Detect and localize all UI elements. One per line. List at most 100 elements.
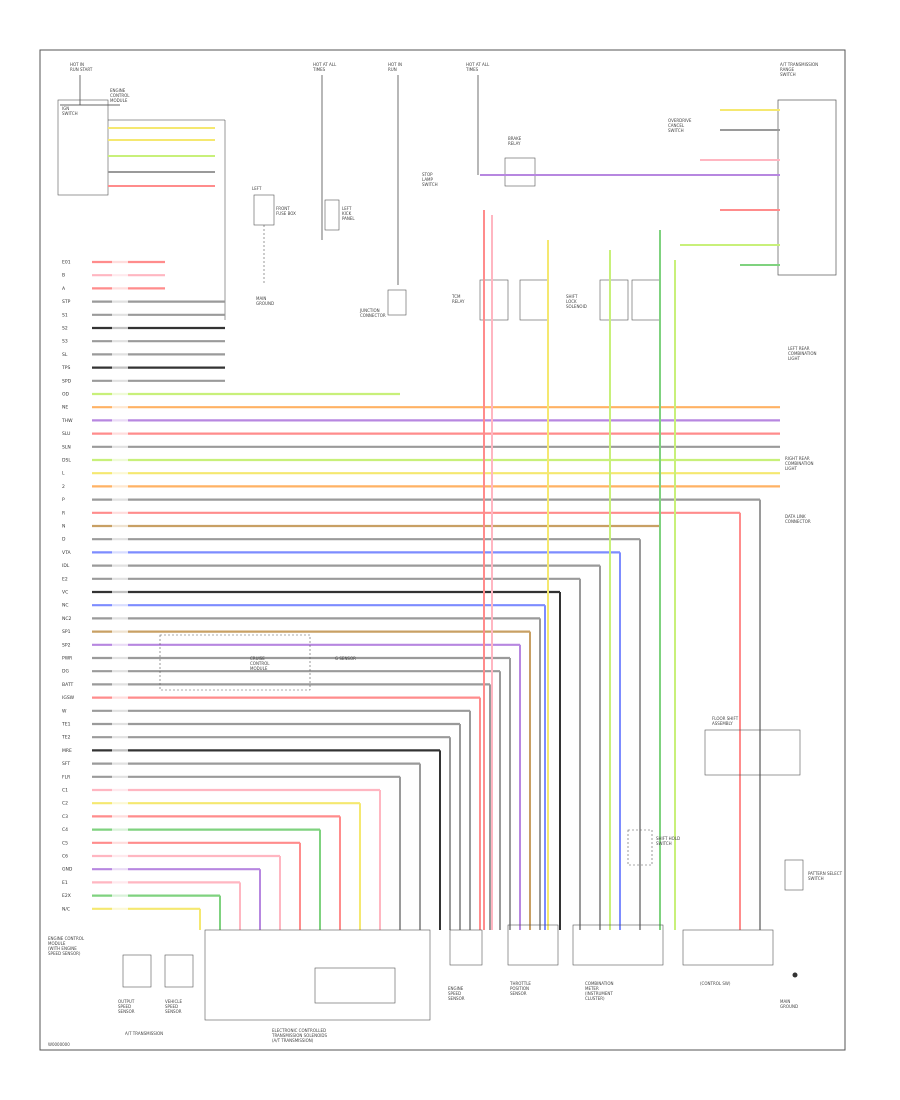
ecm-pin-label: B	[62, 273, 65, 279]
wire-color-tag	[112, 273, 128, 278]
svg-text:RELAY: RELAY	[452, 299, 465, 304]
ecm-pin-label: VC	[62, 590, 68, 596]
ecm-pin-column: E01BASTPS1S2S3SLTPSSPDODNETHWSLUSLNDSLL2…	[61, 260, 75, 913]
wire-color-tag	[112, 563, 128, 568]
svg-text:PATTERN SELECT: PATTERN SELECT	[808, 871, 843, 876]
svg-text:RUN START: RUN START	[70, 67, 93, 72]
svg-text:ELECTRONIC CONTROLLED: ELECTRONIC CONTROLLED	[272, 1028, 326, 1033]
at-transmission-label: A/T TRANSMISSION	[125, 1031, 163, 1036]
ecm-pin-label: E01	[62, 260, 71, 266]
transmission-range-switch: A/T TRANSMISSION RANGE SWITCH	[777, 62, 837, 276]
wire-color-tag	[112, 880, 128, 885]
svg-text:CRUISE: CRUISE	[250, 656, 265, 661]
ecm-pin-label: SPD	[62, 378, 72, 384]
svg-text:MODULE: MODULE	[250, 666, 268, 671]
cruise-control-module: CRUISE CONTROL MODULE G SENSOR	[159, 634, 356, 691]
wire-color-tag	[112, 524, 128, 528]
wire-color-tag	[112, 497, 128, 502]
svg-text:OVERDRIVE: OVERDRIVE	[668, 118, 692, 123]
wire-harness-horizontal	[92, 260, 780, 911]
wire-color-tag	[112, 774, 128, 779]
svg-text:FLOOR SHIFT: FLOOR SHIFT	[712, 716, 739, 721]
wire-color-tag	[112, 299, 128, 304]
svg-text:POSITION: POSITION	[510, 986, 529, 991]
ecm-pin-label: NC2	[62, 616, 72, 622]
ecm-pin-label: S1	[62, 312, 68, 318]
svg-text:SWITCH: SWITCH	[780, 72, 796, 77]
wire-color-tag	[112, 814, 128, 819]
wire-color-tag	[112, 458, 128, 462]
svg-text:HOT IN: HOT IN	[70, 62, 84, 67]
wire-color-tag	[112, 840, 128, 845]
wire-color-tag	[112, 590, 128, 594]
svg-text:LIGHT: LIGHT	[785, 466, 798, 471]
ecm-pin-label: C2	[62, 801, 68, 807]
ecm-pin-label: SFT	[62, 761, 70, 767]
svg-text:METER: METER	[585, 986, 599, 991]
ecm-pin-label: C5	[62, 840, 68, 846]
wire-color-tag	[112, 801, 128, 806]
wire-color-tag	[112, 392, 128, 396]
svg-text:TRANSMISSION SOLENOIDS: TRANSMISSION SOLENOIDS	[271, 1033, 327, 1038]
svg-text:TIMES: TIMES	[312, 67, 326, 72]
ecm-pin-label: 2	[62, 484, 65, 490]
ecm-pin-label: S3	[62, 339, 68, 345]
svg-text:LAMP: LAMP	[422, 177, 434, 182]
wire-color-tag	[112, 339, 128, 344]
svg-text:TCM: TCM	[451, 294, 461, 299]
ecm-pin-label: GND	[62, 867, 73, 873]
wire-color-tag	[112, 352, 128, 357]
svg-text:(INSTRUMENT: (INSTRUMENT	[585, 991, 613, 996]
ecm-pin-label: NE	[62, 405, 68, 411]
floor-shift-assembly: FLOOR SHIFT ASSEMBLY (CONTROL SW)	[682, 716, 801, 986]
svg-text:SOLENOID: SOLENOID	[566, 304, 587, 309]
svg-text:SENSOR: SENSOR	[118, 1009, 135, 1014]
ecm-pin-label: S2	[62, 326, 68, 332]
ecm-pin-label: N	[62, 524, 65, 530]
ecm-pin-label: C6	[62, 854, 68, 860]
svg-text:BRAKE: BRAKE	[508, 136, 522, 141]
svg-text:SWITCH: SWITCH	[656, 841, 672, 846]
wire-color-tag	[112, 906, 128, 911]
svg-text:MODULE: MODULE	[48, 941, 66, 946]
ecm-pin-label: C3	[62, 814, 68, 820]
wire-color-tag	[112, 854, 128, 858]
ecm-pin-label: C4	[62, 827, 68, 833]
svg-text:VEHICLE: VEHICLE	[165, 999, 182, 1004]
left-rear-light: LEFT REAR COMBINATION LIGHT	[788, 346, 817, 361]
wire-color-tag	[112, 722, 128, 726]
svg-text:SENSOR: SENSOR	[448, 996, 465, 1001]
svg-text:LEFT REAR: LEFT REAR	[788, 346, 810, 351]
ecm-pin-label: DSL	[62, 458, 71, 464]
ecm-bottom-label: ENGINE CONTROL MODULE (WITH ENGINE SPEED…	[48, 936, 85, 956]
svg-text:CONTROL: CONTROL	[110, 93, 130, 98]
svg-text:CANCEL: CANCEL	[668, 123, 685, 128]
svg-text:G SENSOR: G SENSOR	[335, 656, 356, 661]
ecm-pin-label: TE1	[61, 722, 71, 728]
wire-color-tag	[112, 537, 128, 542]
wire-color-tag	[112, 761, 128, 766]
svg-text:RUN: RUN	[388, 67, 397, 72]
svg-text:KICK: KICK	[342, 211, 352, 216]
svg-text:DATA LINK: DATA LINK	[785, 514, 806, 519]
wire-color-tag	[112, 642, 128, 647]
svg-text:RANGE: RANGE	[780, 67, 794, 72]
svg-text:OUTPUT: OUTPUT	[118, 999, 135, 1004]
svg-text:CONNECTOR: CONNECTOR	[360, 313, 386, 318]
svg-text:SWITCH: SWITCH	[422, 182, 438, 187]
wire-color-tag	[112, 616, 128, 621]
ecm-pin-label: E2X	[62, 893, 71, 899]
diagram-code: W0000000	[48, 1042, 70, 1047]
svg-text:COMBINATION: COMBINATION	[788, 351, 817, 356]
overdrive-cancel-switch: OVERDRIVE CANCEL SWITCH	[668, 118, 692, 133]
svg-text:ENGINE CONTROL: ENGINE CONTROL	[48, 936, 85, 941]
ecm-pin-label: SLN	[62, 444, 71, 450]
tcm-relay: TCM RELAY SHIFT LOCK SOLENOID	[451, 279, 661, 321]
wire-color-tag	[112, 326, 128, 330]
svg-text:ENGINE: ENGINE	[448, 986, 464, 991]
wire-color-tag	[112, 365, 128, 370]
ecm-pin-label: E2	[62, 576, 68, 582]
ecm-pin-label: SP2	[62, 642, 71, 648]
left-kick-panel: LEFT KICK PANEL	[324, 199, 355, 231]
stop-lamp-switch: STOP LAMP SWITCH	[422, 172, 438, 187]
